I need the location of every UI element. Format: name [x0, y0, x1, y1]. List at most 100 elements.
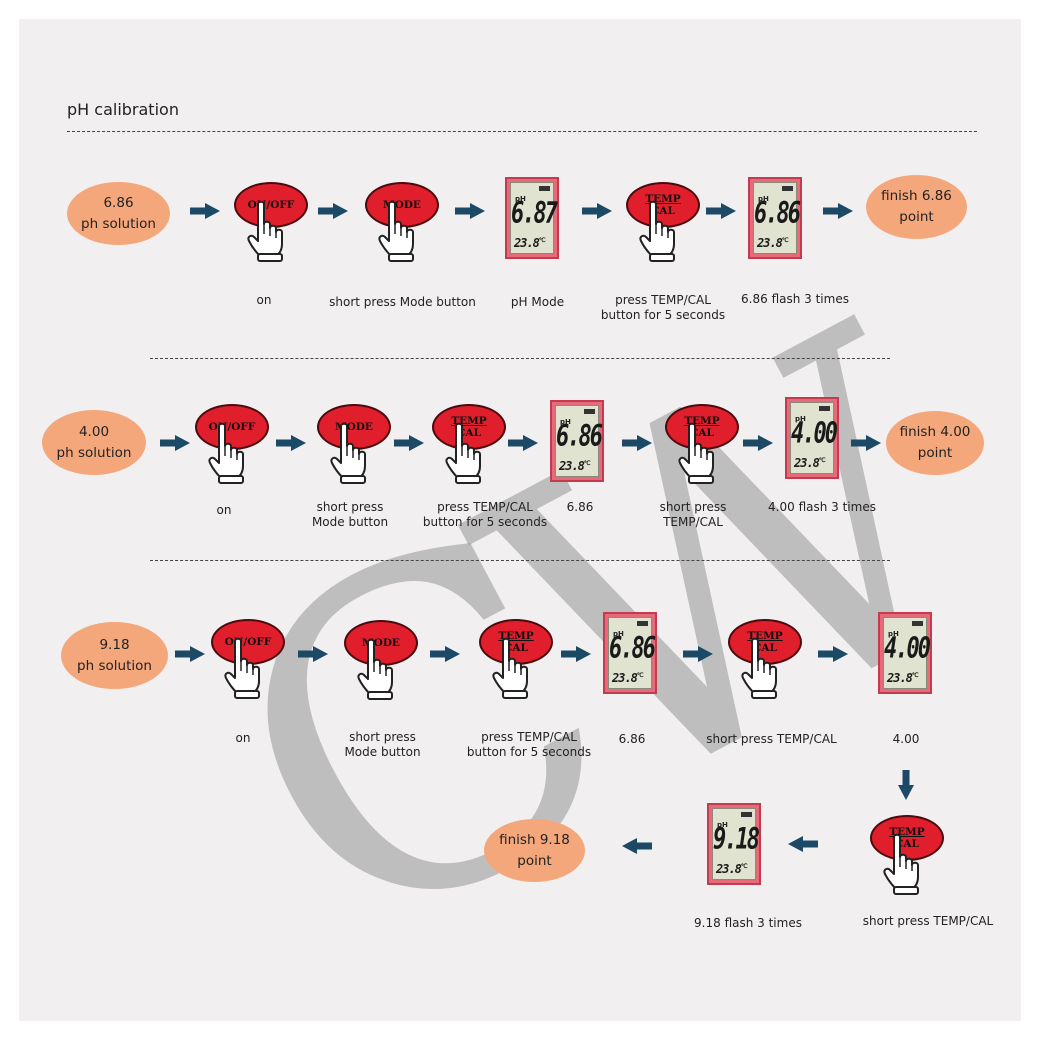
- row1-finish-line1: finish 6.86: [881, 188, 952, 204]
- display-value: 9.18: [713, 822, 760, 857]
- row2-caption-on: on: [216, 503, 232, 517]
- row3-finish-line1: finish 9.18: [499, 831, 570, 848]
- row3-display-3: pH 9.18 23.8℃: [707, 803, 761, 885]
- display-temp: 23.8℃: [757, 236, 789, 250]
- row1-arrow-2: [318, 203, 348, 223]
- row3-caption-short2: short press TEMP/CAL: [862, 914, 994, 928]
- row3-arrow-6: [818, 646, 848, 666]
- cal-label: CAL: [504, 642, 528, 654]
- row3-arrow-left-1: [788, 836, 818, 856]
- ph-label: pH: [613, 630, 624, 638]
- row3-mode-button[interactable]: MODE: [344, 620, 422, 700]
- ph-label: pH: [795, 415, 806, 423]
- display-value: 6.86: [609, 631, 656, 666]
- display-temp: 23.8℃: [612, 671, 644, 685]
- row2-arrow-7: [851, 435, 881, 455]
- ph-label: pH: [717, 821, 728, 829]
- row3-onoff-button[interactable]: ON/OFF: [211, 619, 289, 699]
- row1-solution-oval: 6.86 ph solution: [67, 182, 170, 245]
- row3-caption-on: on: [235, 731, 251, 745]
- page-title: pH calibration: [67, 100, 179, 119]
- row1-display-2: pH 6.86 23.8℃: [748, 177, 802, 259]
- divider-middle: [150, 358, 890, 359]
- display-temp: 23.8℃: [887, 671, 919, 685]
- row2-finish-line2: point: [917, 445, 953, 461]
- row2-solution-oval: 4.00 ph solution: [42, 410, 146, 475]
- row1-display-1: pH 6.87 23.8℃: [505, 177, 559, 259]
- row2-arrow-5: [622, 435, 652, 455]
- row1-caption-on: on: [256, 293, 272, 307]
- row1-caption-phmode: pH Mode: [510, 295, 565, 309]
- row1-arrow-4: [582, 203, 612, 223]
- row2-solution-value: 4.00: [78, 423, 110, 440]
- row2-arrow-1: [160, 435, 190, 455]
- row3-arrow-2: [298, 646, 328, 666]
- row3-display-1: pH 6.86 23.8℃: [603, 612, 657, 694]
- row1-finish-oval: finish 6.86 point: [866, 175, 967, 239]
- display-value: 6.86: [754, 196, 801, 231]
- row3-display-2: pH 4.00 23.8℃: [878, 612, 932, 694]
- cal-label: CAL: [690, 427, 714, 439]
- row2-arrow-2: [276, 435, 306, 455]
- divider-top: [67, 131, 977, 132]
- row3-arrow-1: [175, 646, 205, 666]
- row1-arrow-6: [823, 203, 853, 223]
- row2-finish-line1: finish 4.00: [899, 424, 971, 440]
- display-temp: 23.8℃: [794, 456, 826, 470]
- row1-arrow-1: [190, 203, 220, 223]
- row3-arrow-4: [561, 646, 591, 666]
- display-value: 4.00: [884, 631, 931, 666]
- row2-arrow-6: [743, 435, 773, 455]
- row1-solution-label: ph solution: [81, 215, 156, 232]
- row2-finish-oval: finish 4.00 point: [886, 411, 984, 475]
- divider-bottom: [150, 560, 890, 561]
- row3-solution-oval: 9.18 ph solution: [61, 622, 168, 689]
- cal-label: CAL: [753, 642, 777, 654]
- row3-caption-short: short press TEMP/CAL: [706, 732, 837, 746]
- row2-caption-d1: 6.86: [566, 500, 594, 514]
- row3-finish-oval: finish 9.18 point: [484, 819, 585, 882]
- display-temp: 23.8℃: [716, 862, 748, 876]
- cal-label: CAL: [457, 427, 481, 439]
- cal-label: CAL: [651, 205, 675, 217]
- ph-label: pH: [515, 195, 526, 203]
- row2-mode-button[interactable]: MODE: [317, 404, 395, 484]
- display-temp: 23.8℃: [514, 236, 546, 250]
- row1-caption-mode: short press Mode button: [329, 295, 476, 309]
- cal-label: CAL: [895, 838, 919, 850]
- row2-display-1: pH 6.86 23.8℃: [550, 400, 604, 482]
- display-value: 4.00: [791, 416, 838, 451]
- row3-arrow-left-2: [622, 838, 652, 858]
- row1-arrow-3: [455, 203, 485, 223]
- row3-solution-label: ph solution: [77, 657, 152, 674]
- display-value: 6.87: [511, 196, 558, 231]
- row3-caption-flash: 9.18 flash 3 times: [694, 916, 802, 930]
- ph-label: pH: [560, 418, 571, 426]
- row1-solution-value: 6.86: [103, 194, 134, 211]
- row3-caption-d1: 6.86: [618, 732, 646, 746]
- row3-solution-value: 9.18: [99, 636, 130, 653]
- row3-arrow-5: [683, 646, 713, 666]
- row2-caption-flash: 4.00 flash 3 times: [768, 500, 876, 514]
- row1-onoff-button[interactable]: ON/OFF: [234, 182, 312, 262]
- row2-onoff-button[interactable]: ON/OFF: [195, 404, 273, 484]
- row1-caption-flash: 6.86 flash 3 times: [741, 292, 849, 306]
- row1-mode-button[interactable]: MODE: [365, 182, 443, 262]
- row2-arrow-3: [394, 435, 424, 455]
- ph-label: pH: [758, 195, 769, 203]
- row3-caption-d2: 4.00: [892, 732, 920, 746]
- display-temp: 23.8℃: [559, 459, 591, 473]
- row3-arrow-down: [898, 770, 914, 804]
